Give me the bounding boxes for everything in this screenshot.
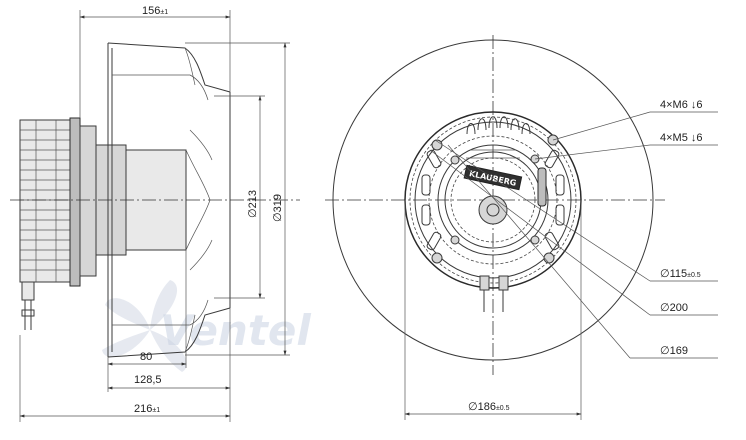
motor-flange — [69, 117, 81, 287]
mounting-holes — [431, 134, 559, 264]
motor-housing — [19, 119, 79, 283]
dim-label-319: ∅319 — [272, 194, 284, 222]
watermark-fan-icon — [102, 280, 187, 372]
watermark-logo: Ventel — [102, 280, 311, 372]
side-view — [10, 42, 300, 358]
dim-label-80: 80 — [140, 351, 152, 363]
cooling-fins — [466, 116, 531, 159]
front-dimensions: 4×M6 ↓6 4×M5 ↓6 ∅115±0.5 ∅200 ∅169 ∅186±… — [404, 99, 718, 420]
note-m6: 4×M6 ↓6 — [660, 99, 703, 111]
dim-label-200: ∅200 — [660, 302, 688, 314]
leader-m6 — [552, 111, 651, 141]
leader-169 — [447, 144, 631, 359]
center-hub — [478, 195, 508, 225]
mounting-plate — [79, 125, 97, 277]
hole-m5-4 — [530, 235, 540, 245]
watermark-text: Ventel — [160, 306, 311, 355]
dim-label-115: ∅115±0.5 — [660, 268, 701, 280]
connector-slot — [537, 167, 547, 207]
rotor-ring — [437, 144, 549, 256]
note-m5: 4×M5 ↓6 — [660, 132, 703, 144]
cable — [21, 281, 35, 330]
cable-glands — [479, 275, 509, 312]
leader-115 — [434, 139, 651, 282]
center-shaft — [486, 203, 500, 217]
motor-fins — [20, 120, 78, 282]
dim-label-156: 156±1 — [142, 5, 168, 17]
dim-label-216: 216±1 — [134, 403, 160, 415]
dim-label-169: ∅169 — [660, 345, 688, 357]
hole-m6-4 — [543, 252, 555, 264]
hole-m5-1 — [450, 155, 460, 165]
leader-200 — [429, 149, 651, 316]
leader-m5 — [534, 144, 651, 160]
bolt-circle-169 — [428, 135, 558, 265]
hole-m5-3 — [450, 235, 460, 245]
dim-label-186: ∅186±0.5 — [468, 401, 510, 413]
front-view: KLAUBERG — [325, 35, 665, 375]
dim-label-128: 128,5 — [134, 374, 162, 386]
dim-label-213: ∅213 — [247, 190, 259, 218]
hole-m6-3 — [431, 252, 443, 264]
motor-inner-ring — [414, 121, 572, 279]
side-dimensions: 156±1 80 128,5 216±1 ∅213 ∅319 — [19, 5, 290, 422]
